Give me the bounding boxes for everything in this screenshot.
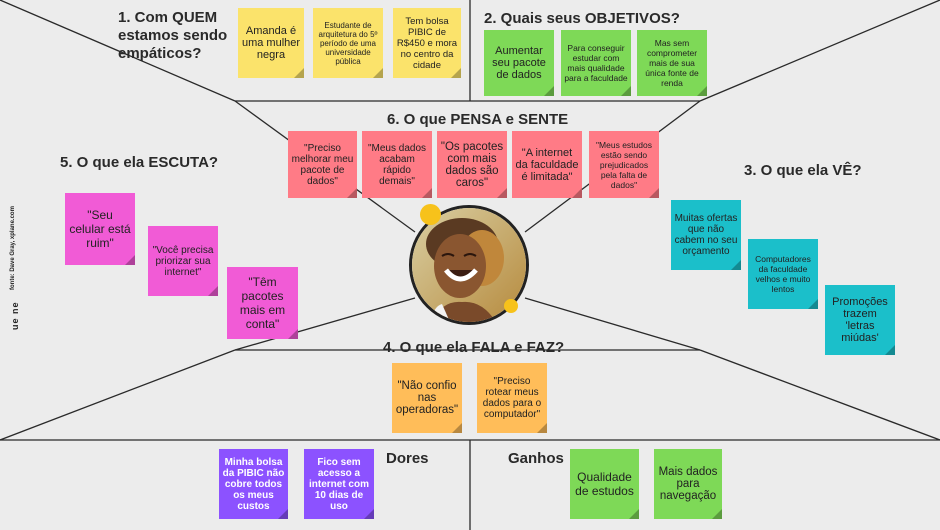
grid-line [699, 0, 940, 102]
sticky-note-goal: Mas sem comprometer mais de sua única fo… [637, 30, 707, 96]
sticky-note-gain: Mais dados para navegação [654, 449, 722, 519]
accent-dot [420, 204, 441, 225]
source-credit: fonte: Dave Gray, xplane.com [10, 206, 16, 290]
heading-pains: Dores [386, 450, 429, 467]
heading-says-does: 4. O que ela FALA e FAZ? [383, 339, 565, 356]
heading-thinks-feels: 6. O que PENSA e SENTE [387, 111, 569, 128]
grid-line [0, 349, 236, 441]
grid-line [234, 297, 416, 351]
sticky-note-who: Tem bolsa PIBIC de R$450 e mora no centr… [393, 8, 461, 78]
logo-mark: ue ne [10, 301, 20, 330]
sticky-note-see: Promoções trazem 'letras miúdas' [825, 285, 895, 355]
heading-goals: 2. Quais seus OBJETIVOS? [484, 10, 680, 27]
sticky-note-thought: "A internet da faculdade é limitada" [512, 131, 582, 198]
sticky-note-thought: "Os pacotes com mais dados são caros" [437, 131, 507, 198]
sticky-note-who: Estudante de arquitetura do 5º período d… [313, 8, 383, 78]
sticky-note-thought: "Meus estudos estão sendo prejudicados p… [589, 131, 659, 198]
sticky-note-say: "Preciso rotear meus dados para o comput… [477, 363, 547, 433]
grid-line [699, 349, 940, 441]
sticky-note-goal: Para conseguir estudar com mais qualidad… [561, 30, 631, 96]
heading-sees: 3. O que ela VÊ? [744, 162, 862, 179]
sticky-note-gain: Qualidade de estudos [570, 449, 639, 519]
heading-hears: 5. O que ela ESCUTA? [60, 154, 219, 171]
sticky-note-say: "Não confio nas operadoras" [392, 363, 462, 433]
sticky-note-who: Amanda é uma mulher negra [238, 8, 304, 78]
sticky-note-hear: "Você precisa priorizar sua internet" [148, 226, 218, 296]
sticky-note-hear: "Têm pacotes mais em conta" [227, 267, 298, 339]
heading-gains: Ganhos [508, 450, 564, 467]
sticky-note-hear: "Seu celular está ruim" [65, 193, 135, 265]
sticky-note-thought: "Preciso melhorar meu pacote de dados" [288, 131, 357, 198]
sticky-note-pain: Minha bolsa da PIBIC não cobre todos os … [219, 449, 288, 519]
sticky-note-thought: "Meus dados acabam rápido demais" [362, 131, 432, 198]
grid-line [0, 0, 236, 102]
accent-dot [504, 299, 518, 313]
sticky-note-pain: Fico sem acesso a internet com 10 dias d… [304, 449, 374, 519]
sticky-note-goal: Aumentar seu pacote de dados [484, 30, 554, 96]
grid-line [524, 297, 701, 351]
heading-who: 1. Com QUEM estamos sendo empáticos? [118, 9, 228, 62]
sticky-note-see: Computadores da faculdade velhos e muito… [748, 239, 818, 309]
sticky-note-see: Muitas ofertas que não cabem no seu orça… [671, 200, 741, 270]
